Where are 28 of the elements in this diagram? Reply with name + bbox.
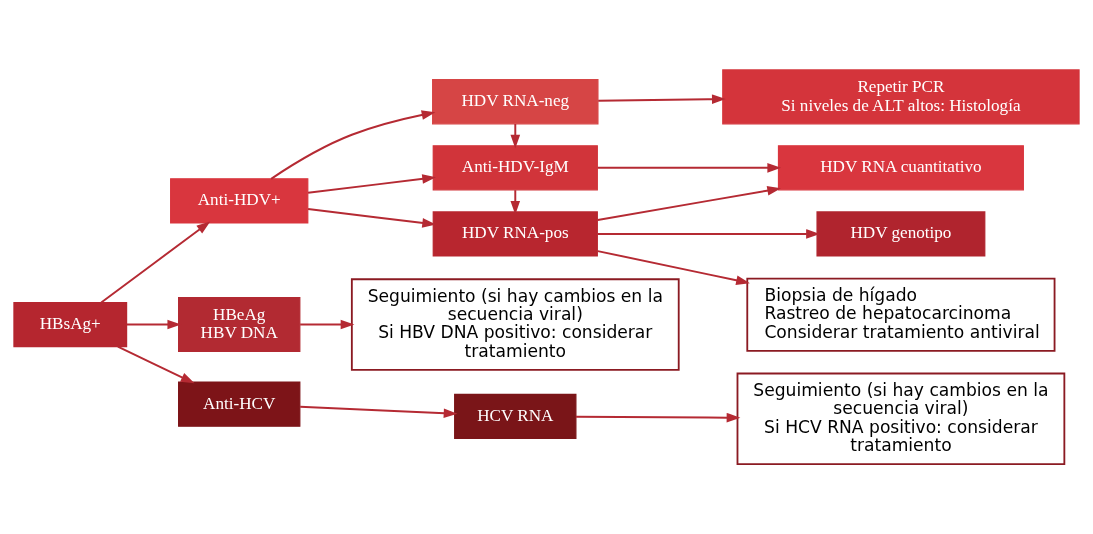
arrow [299,405,458,418]
node-box: HDV RNA cuantitativo [777,145,1024,191]
node-box: Seguimiento (si hay cambios en la secuencia viral) Si HCV RNA positivo: considerar tratamiento [736,372,1066,466]
node-box: Anti-HDV+ [170,178,309,224]
arrow [596,163,782,173]
arrow [510,189,521,215]
node-box: HBsAg+ [13,301,128,348]
node-box: Anti-HCV [178,381,301,427]
node-box: Seguimiento (si hay cambios en la secuencia viral) Si HBV DNA positivo: considerar tratamiento [350,278,680,371]
node-box: Repetir PCR Si niveles de ALT altos: Histología [722,69,1080,125]
node-box: HDV RNA-pos [432,211,598,257]
arrow [596,185,782,221]
arrow [100,221,211,304]
arrow [596,229,820,239]
arrow [596,250,750,286]
arrow [597,94,726,105]
node-box: HCV RNA [454,393,577,439]
node-box: HDV genotipo [816,211,986,257]
node-box: HBeAg HBV DNA [178,297,301,353]
arrow [116,345,195,384]
node-box: Biopsia de hígado Rastreo de hepatocarcinoma Considerar tratamiento antiviral [746,277,1056,352]
arrow [299,319,355,330]
node-box: Anti-HDV-IgM [432,145,598,191]
arrow [307,174,437,194]
arrow [575,412,741,423]
arrow [270,110,436,180]
arrow [510,123,521,149]
node-box: HDV RNA-neg [432,79,599,125]
